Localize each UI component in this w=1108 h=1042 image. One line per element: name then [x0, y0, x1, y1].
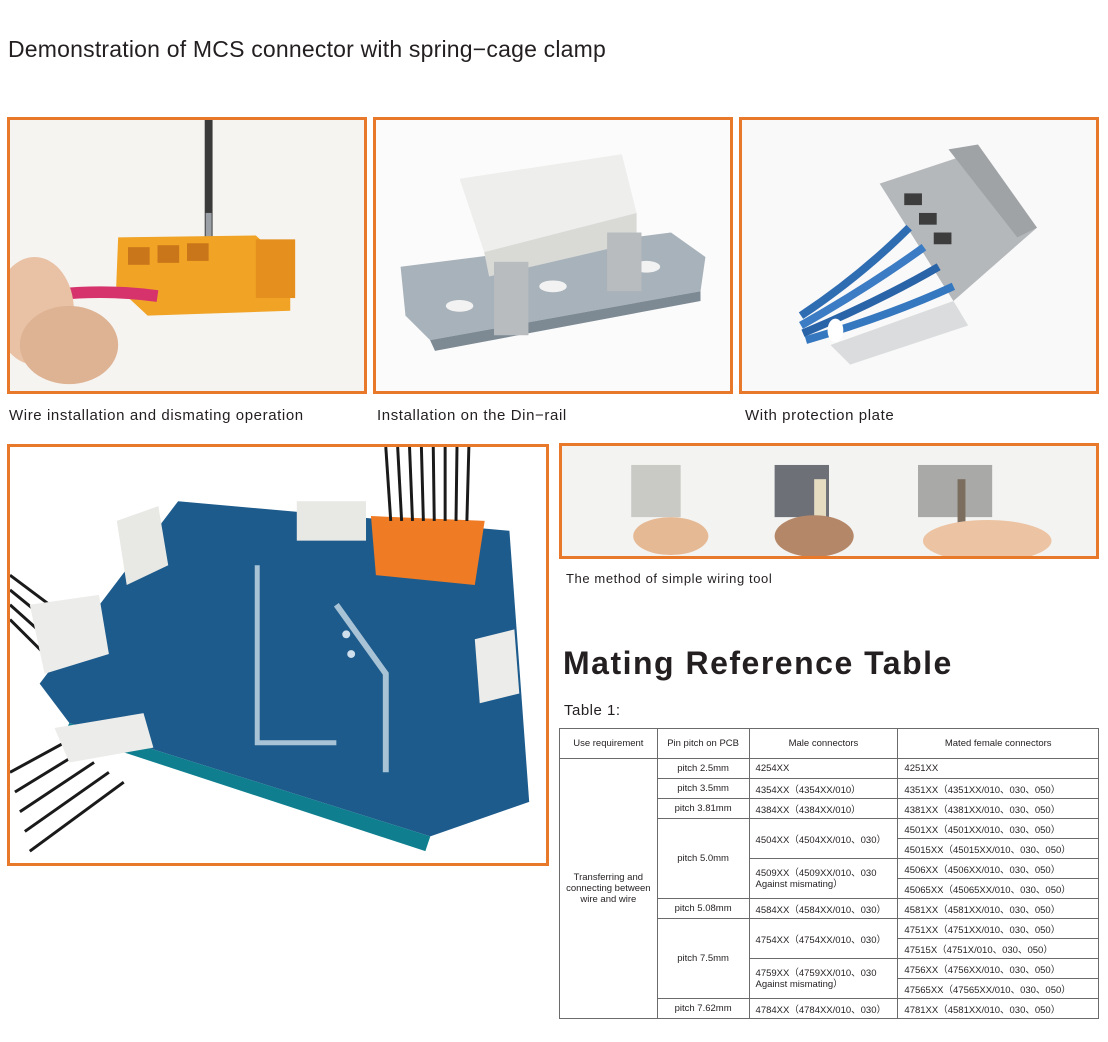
use-requirement-cell: Transferring and connecting between wire… [559, 758, 658, 1019]
female-cell: 4251XX [897, 758, 1099, 779]
male-cell: 4584XX（4584XX/010、030） [748, 898, 899, 919]
protection-plate-photo [739, 117, 1099, 394]
female-cell: 45015XX（45015XX/010、030、050） [897, 838, 1099, 859]
din-rail-photo [373, 117, 733, 394]
female-cell: 4781XX（4581XX/010、030、050） [897, 998, 1099, 1019]
table-row: 4759XX（4759XX/010、030 Against mismating）… [560, 958, 1099, 999]
pcb-application-photo [7, 444, 549, 866]
female-cell: 4501XX（4501XX/010、030、050） [897, 818, 1099, 839]
female-cell: 4506XX（4506XX/010、030、050） [897, 858, 1099, 879]
table-row: 4509XX（4509XX/010、030 Against mismating）… [560, 858, 1099, 899]
table-label: Table 1: [564, 702, 621, 719]
table-row: Transferring and connecting between wire… [559, 758, 1099, 1019]
male-cell: 4754XX（4754XX/010、030） [748, 918, 899, 959]
header-pin-pitch: Pin pitch on PCB [656, 728, 750, 759]
caption-wiring-tool: The method of simple wiring tool [566, 571, 773, 586]
caption-din-rail: Installation on the Din−rail [377, 407, 567, 424]
female-cell: 4756XX（4756XX/010、030、050） [897, 958, 1099, 979]
pitch-cell: pitch 5.0mm [656, 818, 750, 899]
wiring-tool-photo [559, 443, 1099, 559]
male-cell: 4354XX（4354XX/010） [748, 778, 899, 799]
mating-reference-table: Use requirement Pin pitch on PCB Male co… [559, 728, 1099, 1019]
header-male-connectors: Male connectors [748, 728, 899, 759]
pitch-cell: pitch 7.62mm [656, 998, 750, 1019]
page-title: Demonstration of MCS connector with spri… [8, 36, 607, 62]
female-cell: 45065XX（45065XX/010、030、050） [897, 878, 1099, 899]
header-female-connectors: Mated female connectors [897, 728, 1099, 759]
table-row: pitch 3.81mm 4384XX（4384XX/010） 4381XX（4… [560, 798, 1099, 819]
female-cell: 4751XX（4751XX/010、030、050） [897, 918, 1099, 939]
table-row: pitch 7.5mm 4754XX（4754XX/010、030） 4751X… [560, 918, 1099, 999]
female-cell: 47515X（4751X/010、030、050） [897, 938, 1099, 959]
table-row: pitch 7.62mm 4784XX（4784XX/010、030） 4781… [560, 998, 1099, 1019]
male-cell: 4384XX（4384XX/010） [748, 798, 899, 819]
caption-protection-plate: With protection plate [745, 407, 895, 424]
pitch-cell: pitch 3.81mm [656, 798, 750, 819]
caption-wire-installation: Wire installation and dismating operatio… [9, 407, 304, 424]
female-cell: 4581XX（4581XX/010、030、050） [897, 898, 1099, 919]
female-cell: 4381XX（4381XX/010、030、050） [897, 798, 1099, 819]
wire-installation-photo [7, 117, 367, 394]
header-use-requirement: Use requirement [559, 728, 658, 759]
mating-table-heading: Mating Reference Table [563, 645, 953, 681]
male-cell: 4504XX（4504XX/010、030） [748, 818, 899, 859]
pitch-cell: pitch 7.5mm [656, 918, 750, 999]
pitch-cell: pitch 2.5mm [656, 758, 750, 779]
pitch-cell: pitch 5.08mm [656, 898, 750, 919]
table-row: pitch 5.08mm 4584XX（4584XX/010、030） 4581… [560, 898, 1099, 919]
male-cell: 4784XX（4784XX/010、030） [748, 998, 899, 1019]
female-cell: 47565XX（47565XX/010、030、050） [897, 978, 1099, 999]
male-cell: 4509XX（4509XX/010、030 Against mismating） [748, 858, 899, 899]
male-cell: 4254XX [748, 758, 899, 779]
male-cell: 4759XX（4759XX/010、030 Against mismating） [748, 958, 899, 999]
pitch-cell: pitch 3.5mm [656, 778, 750, 799]
table-header-row: Use requirement Pin pitch on PCB Male co… [559, 728, 1099, 759]
female-cell: 4351XX（4351XX/010、030、050） [897, 778, 1099, 799]
